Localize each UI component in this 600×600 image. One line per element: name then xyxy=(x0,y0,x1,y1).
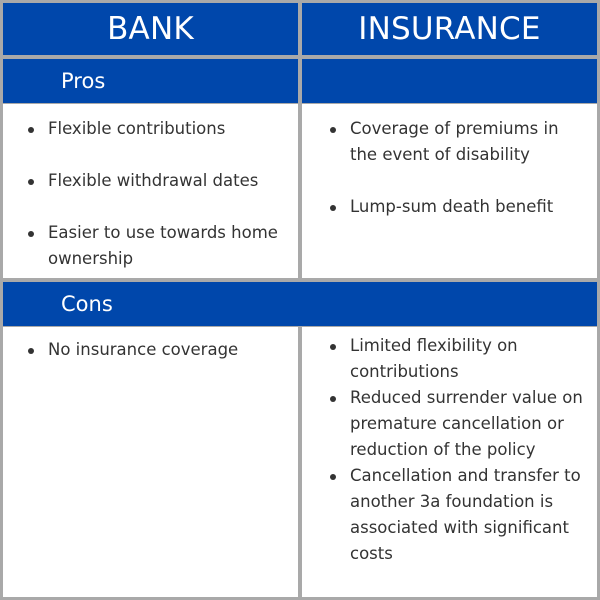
list-item: Flexible contributions xyxy=(28,116,288,142)
section-header-pros-empty xyxy=(302,59,597,103)
pros-bank-list: Flexible contributions Flexible withdraw… xyxy=(28,116,288,272)
column-header-bank: BANK xyxy=(3,3,298,55)
section-header-pros: Pros xyxy=(3,59,298,103)
list-item: Flexible withdrawal dates xyxy=(28,168,288,194)
cons-insurance-list: Limited flexibility on contributions Red… xyxy=(330,333,583,567)
list-item: Limited flexibility on contributions xyxy=(330,333,583,385)
list-item: Lump-sum death benefit xyxy=(330,194,583,220)
list-item: Cancellation and transfer to another 3a … xyxy=(330,463,583,567)
list-item: Easier to use towards home ownership xyxy=(28,220,288,272)
section-header-cons: Cons xyxy=(3,282,597,326)
pros-insurance-list: Coverage of premiums in the event of dis… xyxy=(330,116,583,220)
cons-insurance-cell: Limited flexibility on contributions Red… xyxy=(302,327,597,597)
list-item: Reduced surrender value on premature can… xyxy=(330,385,583,463)
list-item: No insurance coverage xyxy=(28,337,288,363)
cons-bank-cell: No insurance coverage xyxy=(3,327,298,597)
list-item: Coverage of premiums in the event of dis… xyxy=(330,116,583,168)
pros-insurance-cell: Coverage of premiums in the event of dis… xyxy=(302,104,597,278)
column-header-insurance: INSURANCE xyxy=(302,3,597,55)
pros-bank-cell: Flexible contributions Flexible withdraw… xyxy=(3,104,298,278)
cons-bank-list: No insurance coverage xyxy=(28,337,288,363)
